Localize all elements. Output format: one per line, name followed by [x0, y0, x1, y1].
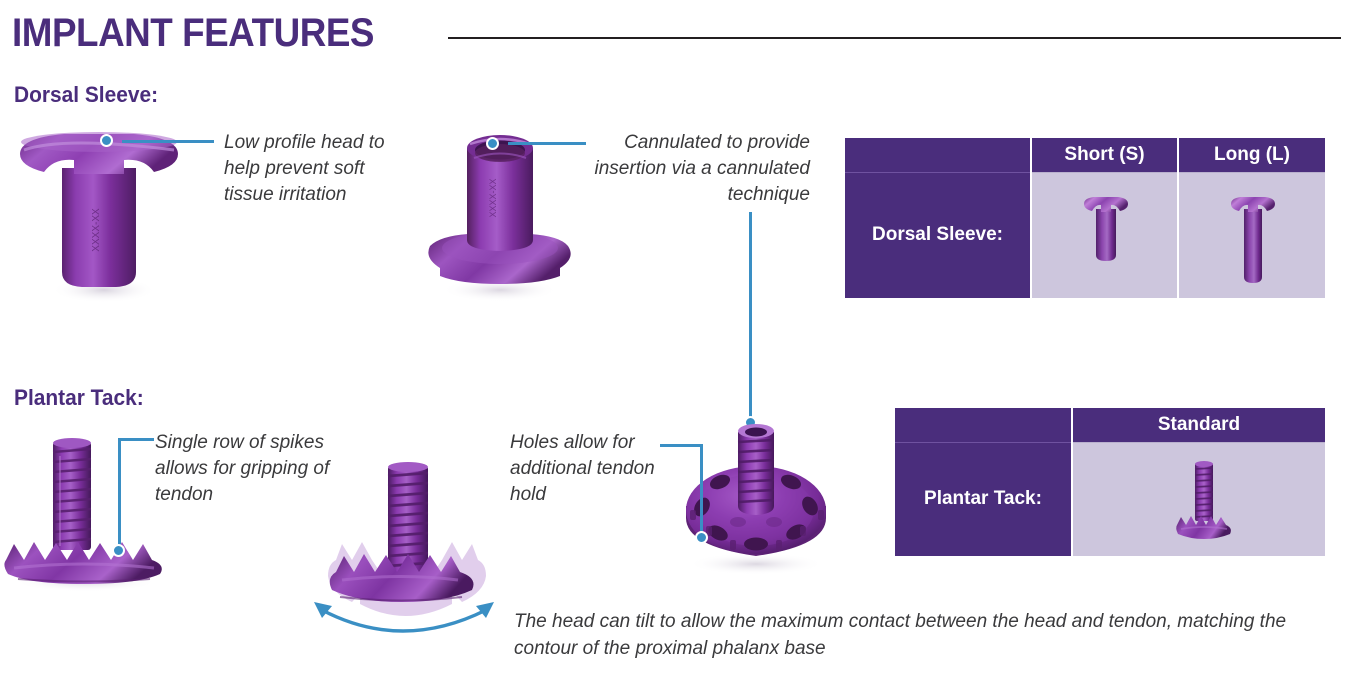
leader-line-low-profile	[122, 140, 214, 143]
table-row-label-dorsal-sleeve: Dorsal Sleeve:	[845, 171, 1031, 298]
table-header-blank	[895, 408, 1072, 442]
table-header-short: Short (S)	[1030, 138, 1178, 172]
table-header-standard: Standard	[1071, 408, 1325, 442]
table-header-blank	[845, 138, 1031, 172]
leader-dot-holes	[695, 531, 708, 544]
dorsal-sleeve-long-image	[1229, 195, 1277, 295]
page-title: IMPLANT FEATURES	[12, 11, 374, 55]
dorsal-sleeve-side-view-image: XXXX-XX	[4, 120, 194, 310]
plantar-tack-spec-table: Standard Plantar Tack:	[895, 408, 1325, 556]
dorsal-sleeve-short-image	[1082, 195, 1130, 279]
caption-head-tilt: The head can tilt to allow the maximum c…	[514, 611, 1287, 659]
table-row-label-plantar-tack: Plantar Tack:	[895, 441, 1072, 556]
table-header-row: Short (S) Long (L)	[845, 138, 1325, 172]
plantar-tack-tilting-view-image	[300, 452, 515, 652]
table-row: Plantar Tack:	[895, 441, 1325, 556]
table-cell-plantar-tack-standard	[1071, 441, 1325, 556]
leader-dot-spikes	[112, 544, 125, 557]
table-cell-dorsal-sleeve-long	[1177, 171, 1325, 298]
table-cell-dorsal-sleeve-short	[1030, 171, 1178, 298]
callout-low-profile-head: Low profile head to help prevent soft ti…	[224, 132, 385, 205]
leader-line-spikes-horizontal	[118, 438, 154, 441]
callout-single-row-spikes: Single row of spikes allows for gripping…	[155, 432, 330, 505]
leader-line-spikes-vertical	[118, 438, 121, 550]
plantar-tack-angled-top-view-image	[678, 414, 838, 575]
leader-line-holes-vertical	[700, 444, 703, 536]
plantar-tack-side-view-image	[0, 432, 173, 597]
plantar-tack-standard-image	[1173, 457, 1235, 545]
svg-text:XXXX-XX: XXXX-XX	[488, 178, 498, 217]
leader-line-holes-horizontal	[660, 444, 702, 447]
table-row: Dorsal Sleeve:	[845, 171, 1325, 298]
table-header-row: Standard	[895, 408, 1325, 442]
leader-dot-cannulated	[486, 137, 499, 150]
leader-dot-low-profile	[100, 134, 113, 147]
section-heading-dorsal-sleeve: Dorsal Sleeve:	[14, 82, 159, 107]
svg-text:XXXX-XX: XXXX-XX	[91, 208, 102, 252]
title-divider-rule	[448, 37, 1341, 39]
leader-line-cannulation-vertical	[749, 212, 752, 427]
table-header-long: Long (L)	[1177, 138, 1325, 172]
callout-holes-tendon-hold: Holes allow for additional tendon hold	[510, 432, 655, 505]
callout-cannulated-technique: Cannulated to provide insertion via a ca…	[594, 132, 810, 205]
leader-line-cannulated	[508, 142, 586, 145]
section-heading-plantar-tack: Plantar Tack:	[14, 385, 144, 410]
dorsal-sleeve-spec-table: Short (S) Long (L) Dorsal Sleeve:	[845, 138, 1325, 298]
